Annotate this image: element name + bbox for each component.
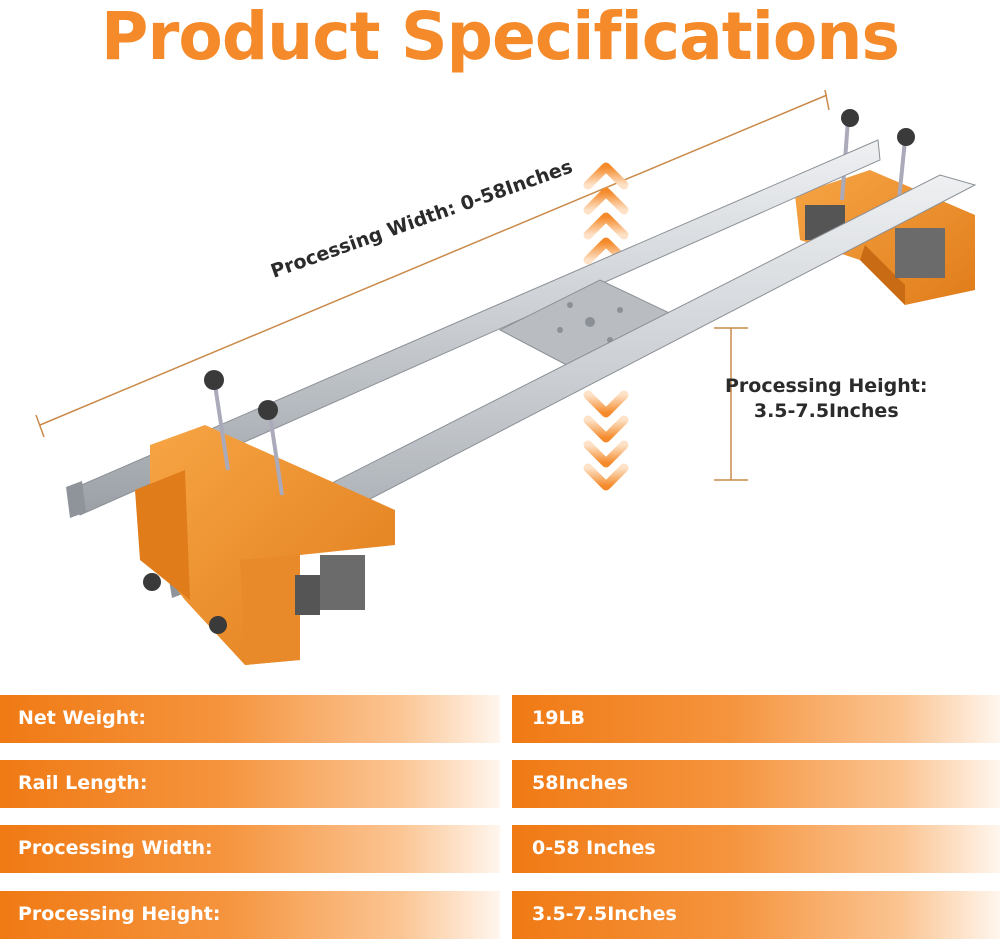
spec-label: Processing Width:	[18, 837, 213, 859]
router-plate	[498, 279, 682, 373]
arrow-up-icon	[583, 162, 629, 265]
spec-row-net-weight: Net Weight: 19LB	[0, 695, 1000, 743]
spec-row-processing-height: Processing Height: 3.5-7.5Inches	[0, 891, 1000, 939]
page-title: Product Specifications	[101, 0, 900, 75]
spec-value: 0-58 Inches	[532, 837, 656, 859]
spec-label: Processing Height:	[18, 903, 221, 925]
height-dimension-line	[714, 327, 748, 481]
spec-row-rail-length: Rail Length: 58Inches	[0, 760, 1000, 808]
spec-key-cell: Processing Width:	[0, 825, 500, 873]
spec-value-cell: 3.5-7.5Inches	[512, 891, 1000, 939]
spec-value: 3.5-7.5Inches	[532, 903, 677, 925]
spec-label: Rail Length:	[18, 772, 148, 794]
spec-value: 58Inches	[532, 772, 629, 794]
spec-row-processing-width: Processing Width: 0-58 Inches	[0, 825, 1000, 873]
spec-key-cell: Processing Height:	[0, 891, 500, 939]
spec-key-cell: Rail Length:	[0, 760, 500, 808]
spec-value-cell: 0-58 Inches	[512, 825, 1000, 873]
processing-height-label: Processing Height: 3.5-7.5Inches	[725, 374, 927, 424]
product-illustration	[35, 89, 977, 665]
spec-value: 19LB	[532, 707, 586, 729]
spec-value-cell: 58Inches	[512, 760, 1000, 808]
height-label-line2: 3.5-7.5Inches	[753, 400, 899, 422]
height-label-line1: Processing Height:	[725, 375, 928, 397]
arrow-down-icon	[583, 390, 629, 491]
spec-key-cell: Net Weight:	[0, 695, 500, 743]
spec-value-cell: 19LB	[512, 695, 1000, 743]
spec-label: Net Weight:	[18, 707, 146, 729]
left-bracket	[135, 370, 395, 665]
width-dimension-line	[35, 89, 830, 438]
